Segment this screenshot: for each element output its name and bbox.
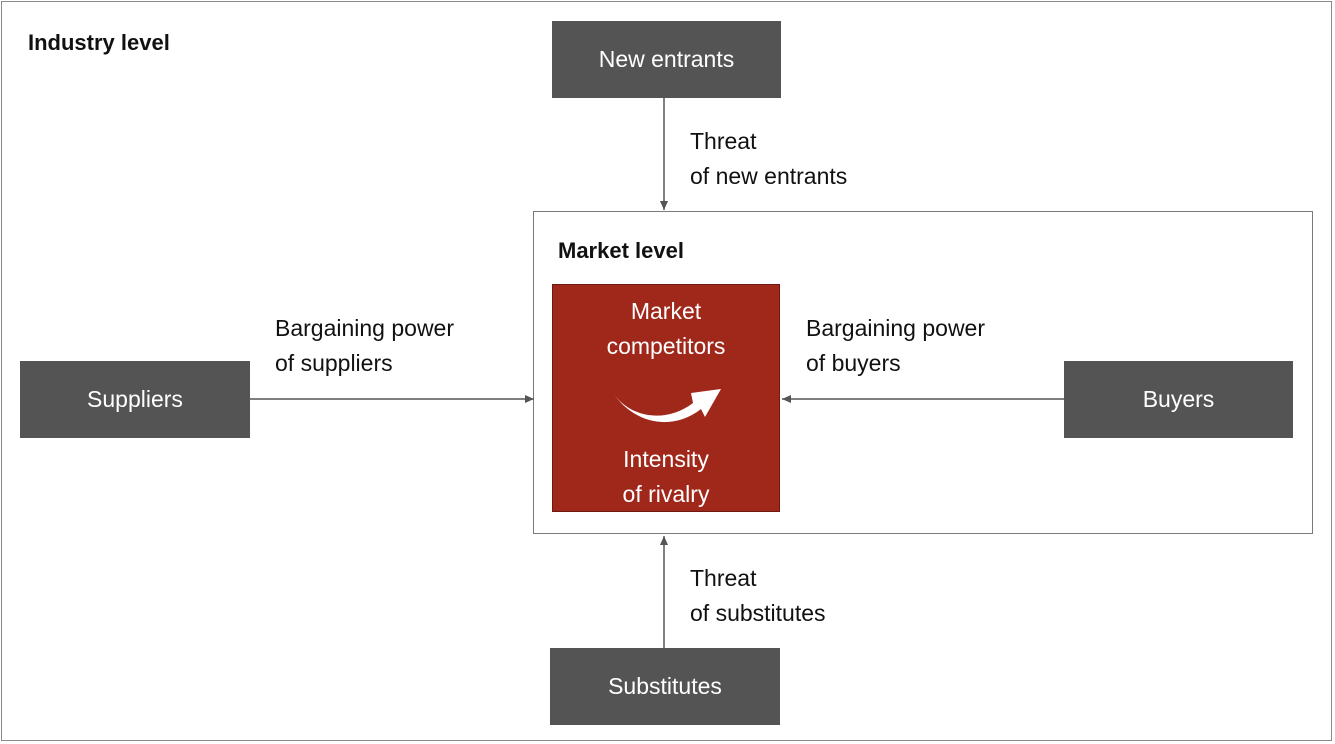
relation-line: Threat — [690, 565, 757, 591]
market-competitors-node: Market competitors Intensity of rivalry — [552, 284, 780, 512]
relation-line: of substitutes — [690, 600, 826, 626]
relation-line: of suppliers — [275, 350, 393, 376]
core-heading-line: Market — [630, 298, 702, 324]
core-footer-line: Intensity — [623, 446, 709, 472]
core-heading-line: competitors — [606, 333, 726, 359]
substitutes-node: Substitutes — [550, 648, 780, 725]
suppliers-relation-label: Bargaining power of suppliers — [275, 311, 454, 381]
market-level-title: Market level — [558, 238, 684, 263]
new-entrants-relation-label: Threat of new entrants — [690, 124, 847, 194]
relation-line: Threat — [690, 128, 757, 154]
core-footer-line: of rivalry — [622, 481, 710, 507]
relation-line: of buyers — [806, 350, 901, 376]
substitutes-relation-label: Threat of substitutes — [690, 561, 826, 631]
curved-arrow-icon — [613, 389, 721, 423]
industry-level-title: Industry level — [28, 30, 170, 55]
suppliers-node: Suppliers — [20, 361, 250, 438]
core-heading: Market competitors — [553, 294, 779, 364]
market-frame — [533, 211, 1313, 534]
relation-line: Bargaining power — [275, 315, 455, 341]
relation-line: of new entrants — [690, 163, 848, 189]
new-entrants-node: New entrants — [552, 21, 781, 98]
buyers-node: Buyers — [1064, 361, 1293, 438]
buyers-relation-label: Bargaining power of buyers — [806, 311, 985, 381]
core-footer: Intensity of rivalry — [553, 442, 779, 512]
relation-line: Bargaining power — [806, 315, 986, 341]
